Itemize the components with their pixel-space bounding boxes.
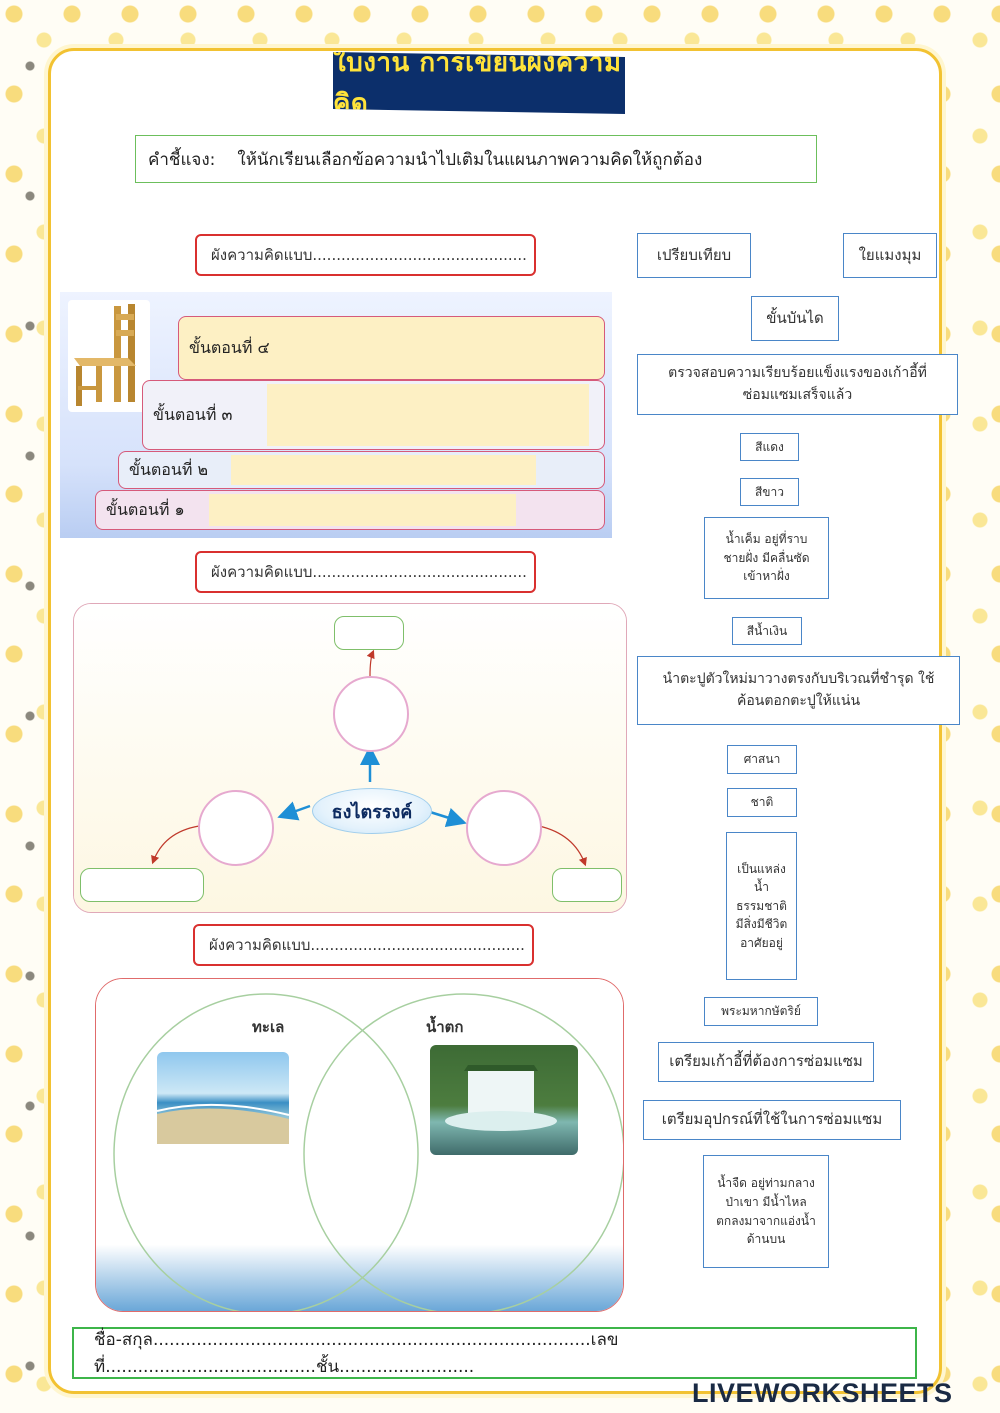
word-bank-item[interactable]: เปรียบเทียบ xyxy=(637,233,751,278)
chair-image xyxy=(68,300,150,412)
venn-panel: ทะเล น้ำตก xyxy=(95,978,624,1312)
bubble-map-panel: ธงไตรรงค์ xyxy=(73,603,627,913)
bubble-circle-right[interactable] xyxy=(466,790,542,866)
word-bank-item[interactable]: ใยแมงมุม xyxy=(843,233,937,278)
word-bank-item[interactable]: น้ำเค็ม อยู่ที่ราบชายฝั่ง มีคลื่นซัดเข้า… xyxy=(704,517,829,599)
word-bank-item[interactable]: น้ำจืด อยู่ท่ามกลางป่าเขา มีน้ำไหลตกลงมา… xyxy=(703,1155,829,1268)
word-bank-item[interactable]: เป็นแหล่งน้ำธรรมชาติ มีสิ่งมีชีวิตอาศัยอ… xyxy=(726,832,797,980)
step-1-answer-area[interactable] xyxy=(209,494,516,526)
word-bank-item[interactable]: สีขาว xyxy=(740,478,799,506)
word-bank-item[interactable]: ศาสนา xyxy=(727,745,797,774)
map-type-field-2[interactable]: ผังความคิดแบบ...........................… xyxy=(195,551,536,593)
venn-left-label: ทะเล xyxy=(252,1018,285,1036)
step-2-answer-area[interactable] xyxy=(231,455,536,485)
bubble-circle-top[interactable] xyxy=(333,676,409,752)
bubble-answer-box-top[interactable] xyxy=(334,616,404,650)
step-box-4[interactable]: ขั้นตอนที่ ๔ xyxy=(178,316,605,380)
word-bank-item[interactable]: นำตะปูตัวใหม่มาวางตรงกับบริเวณที่ชำรุด ใ… xyxy=(637,656,960,725)
instruction-text: ให้นักเรียนเลือกข้อความนำไปเติมในแผนภาพค… xyxy=(237,149,703,170)
word-bank-item[interactable]: ตรวจสอบความเรียบร้อยแข็งแรงของเก้าอี้ที่… xyxy=(637,354,958,415)
title-banner: ใบงาน การเขียนผังความคิด xyxy=(333,52,625,114)
word-bank-item[interactable]: เตรียมเก้าอี้ที่ต้องการซ่อมแซม xyxy=(658,1042,874,1082)
venn-overlap-answer-area[interactable] xyxy=(308,1099,418,1239)
step-label-4: ขั้นตอนที่ ๔ xyxy=(189,337,270,357)
word-bank-item[interactable]: สีแดง xyxy=(740,433,799,461)
bubble-center-topic: ธงไตรรงค์ xyxy=(312,788,432,834)
instruction-label: คำชี้แจง: xyxy=(148,149,216,170)
step-box-2[interactable]: ขั้นตอนที่ ๒ xyxy=(118,451,605,489)
step-3-answer-area[interactable] xyxy=(267,384,589,446)
word-bank-item[interactable]: พระมหากษัตริย์ xyxy=(704,997,818,1026)
step-box-3[interactable]: ขั้นตอนที่ ๓ xyxy=(142,380,605,450)
bubble-circle-left[interactable] xyxy=(198,790,274,866)
step-box-1[interactable]: ขั้นตอนที่ ๑ xyxy=(95,490,605,530)
step-label-3: ขั้นตอนที่ ๓ xyxy=(153,404,233,424)
map-type-field-1[interactable]: ผังความคิดแบบ...........................… xyxy=(195,234,536,276)
bubble-answer-box-right[interactable] xyxy=(552,868,622,902)
word-bank-item[interactable]: ชาติ xyxy=(727,788,797,817)
word-bank-item[interactable]: เตรียมอุปกรณ์ที่ใช้ในการซ่อมแซม xyxy=(643,1100,901,1140)
liveworksheets-logo: LIVEWORKSHEETS xyxy=(692,1378,953,1408)
step-label-2: ขั้นตอนที่ ๒ xyxy=(129,459,208,479)
word-bank-item[interactable]: ขั้นบันได xyxy=(751,296,839,341)
step-label-1: ขั้นตอนที่ ๑ xyxy=(106,499,185,519)
instruction-box: คำชี้แจง: ให้นักเรียนเลือกข้อความนำไปเติ… xyxy=(135,135,817,183)
venn-left-answer-area[interactable] xyxy=(116,1157,242,1277)
venn-right-answer-area[interactable] xyxy=(436,1169,576,1279)
bubble-answer-box-left[interactable] xyxy=(80,868,204,902)
venn-right-label: น้ำตก xyxy=(426,1018,464,1036)
word-bank-item[interactable]: สีน้ำเงิน xyxy=(732,617,802,645)
student-info-field[interactable]: ชื่อ-สกุล...............................… xyxy=(72,1327,917,1379)
map-type-field-3[interactable]: ผังความคิดแบบ...........................… xyxy=(193,924,534,966)
